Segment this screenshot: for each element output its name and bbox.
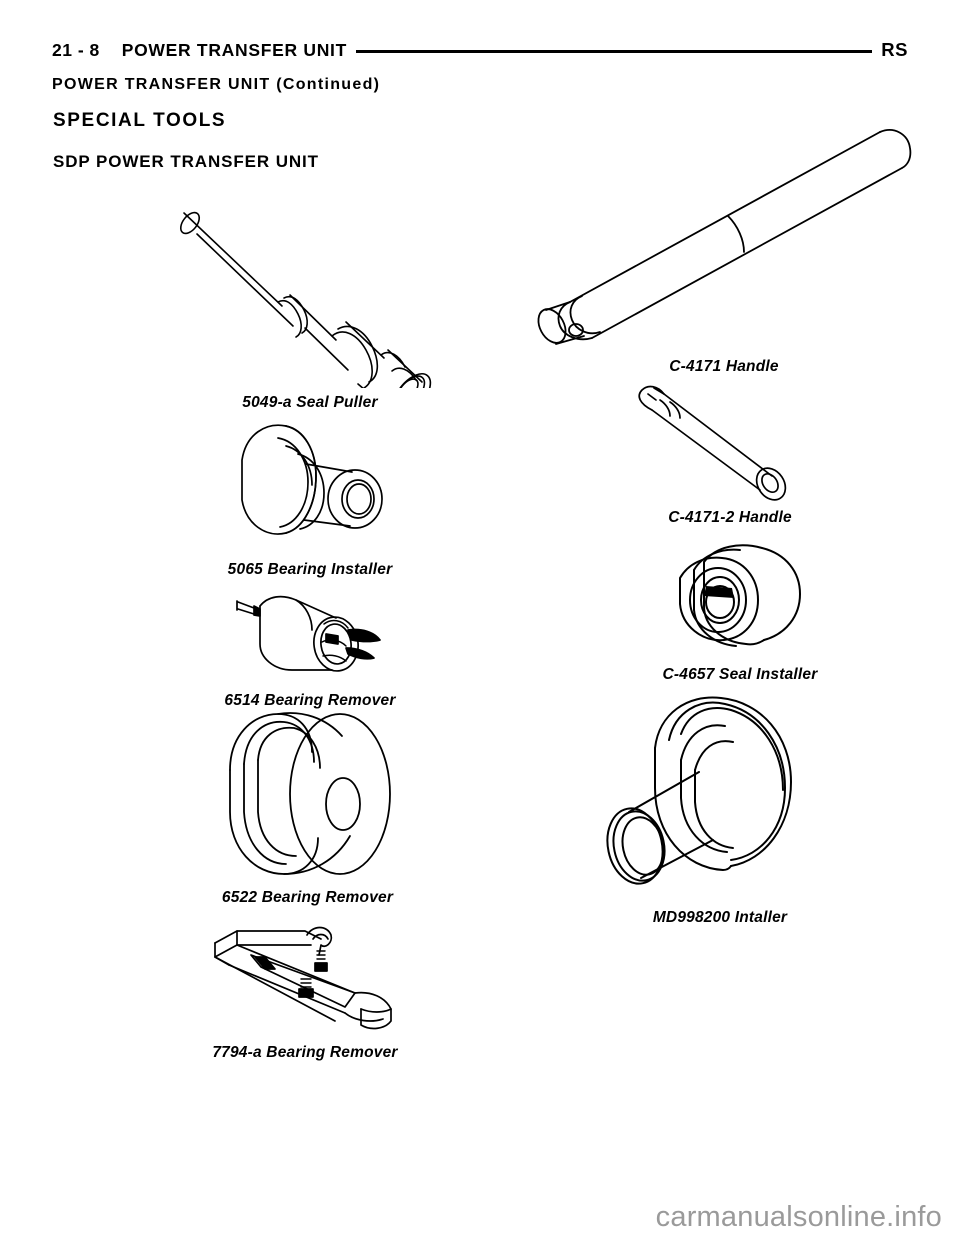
tool-figure-c4171-2: C-4171-2 Handle [630, 380, 830, 527]
handle-extension-illustration [630, 380, 830, 505]
seal-puller-illustration [160, 198, 460, 388]
tool-caption-7794: 7794-a Bearing Remover [212, 1044, 398, 1061]
page-folio: 21 - 8 [52, 39, 100, 60]
bearing-installer-illustration [200, 420, 420, 555]
installer-flanged-illustration [595, 688, 845, 903]
tool-caption-c4171-2: C-4171-2 Handle [668, 509, 792, 526]
header-section-title: POWER TRANSFER UNIT [121, 39, 347, 60]
seal-installer-illustration [640, 540, 840, 660]
site-watermark: carmanualsonline.info [655, 1201, 942, 1233]
continued-heading: POWER TRANSFER UNIT (Continued) [52, 76, 381, 93]
page-header: 21 - 8 POWER TRANSFER UNIT RS [52, 36, 908, 64]
bearing-remover-collet-illustration [220, 584, 400, 684]
tool-caption-c4171: C-4171 Handle [669, 358, 779, 375]
tool-figure-6514: 6514 Bearing Remover [220, 584, 400, 710]
tool-figure-5049: 5049-a Seal Puller [160, 198, 460, 412]
bearing-remover-disc-illustration [200, 708, 415, 883]
tool-figure-5065: 5065 Bearing Installer [200, 420, 420, 579]
tool-caption-6522: 6522 Bearing Remover [221, 889, 394, 906]
special-tools-heading: SPECIAL TOOLS [53, 110, 227, 131]
tool-figure-c4171: C-4171 Handle [524, 116, 924, 376]
header-rule [356, 49, 873, 53]
handle-rod-illustration [524, 116, 924, 356]
tool-figure-7794: 7794-a Bearing Remover [195, 921, 415, 1062]
tool-figure-c4657: C-4657 Seal Installer [640, 540, 840, 684]
tool-caption-c4657: C-4657 Seal Installer [662, 666, 818, 683]
bearing-remover-clamp-illustration [195, 921, 415, 1036]
tool-figure-6522: 6522 Bearing Remover [200, 708, 415, 907]
tool-caption-5065: 5065 Bearing Installer [227, 561, 393, 578]
tool-caption-md998200: MD998200 Intaller [652, 909, 788, 926]
tool-caption-6514: 6514 Bearing Remover [224, 692, 396, 709]
header-book-code: RS [881, 39, 908, 60]
tool-caption-5049: 5049-a Seal Puller [242, 394, 378, 411]
sdp-subheading: SDP POWER TRANSFER UNIT [53, 152, 319, 171]
tool-figure-md998200: MD998200 Intaller [595, 688, 845, 927]
